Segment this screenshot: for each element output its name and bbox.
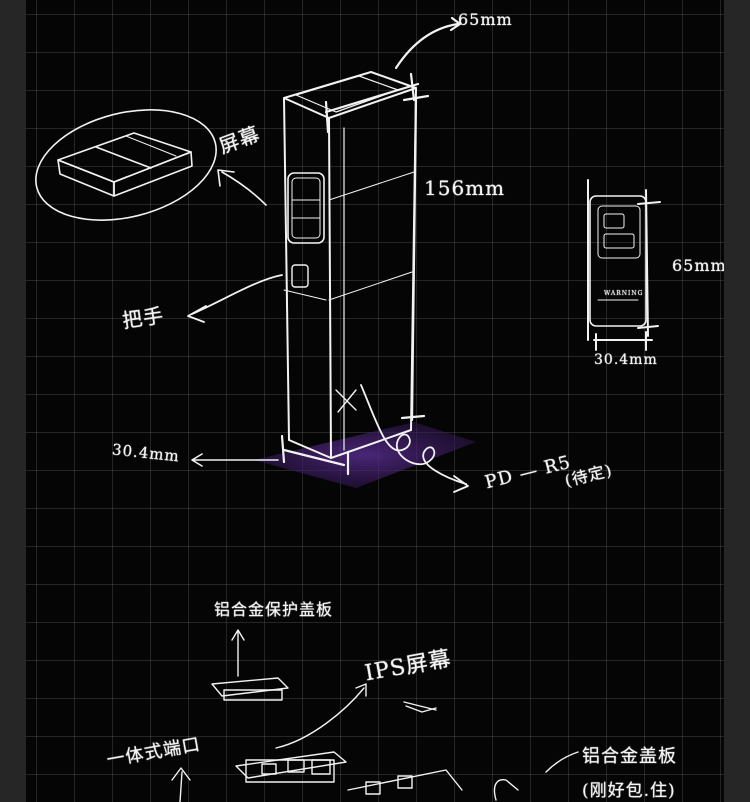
top-width-label: 65mm <box>458 10 513 29</box>
height-label: 156mm <box>424 176 506 200</box>
dimension-lines <box>280 16 462 476</box>
exploded-view-sketch <box>171 629 579 802</box>
side-height-label: 65mm <box>672 256 724 275</box>
screen-callout <box>35 109 267 221</box>
left-margin-strip <box>0 0 26 802</box>
side-width-label: 30.4mm <box>594 352 658 368</box>
device-sketch <box>283 71 417 459</box>
side-view-sketch <box>587 179 661 351</box>
top-plate-label: 铝合金保护盖板 <box>214 600 334 619</box>
sketch-canvas: 65mm 156mm 30.4mm 65mm 30.4mm WARNING 屏幕… <box>26 0 724 802</box>
sketch-drawing <box>35 16 661 802</box>
right-margin-strip <box>724 0 750 802</box>
side-warning-label: WARNING <box>604 290 644 297</box>
floor-shadow <box>254 422 476 488</box>
alloy-plate-note-label: (刚好包.住) <box>582 781 676 801</box>
depth-arrow <box>191 453 279 467</box>
alloy-plate-label: 铝合金盖板 <box>582 746 677 767</box>
port-callout <box>335 384 469 493</box>
handle-label: 把手 <box>120 303 166 333</box>
handle-callout <box>187 274 283 323</box>
